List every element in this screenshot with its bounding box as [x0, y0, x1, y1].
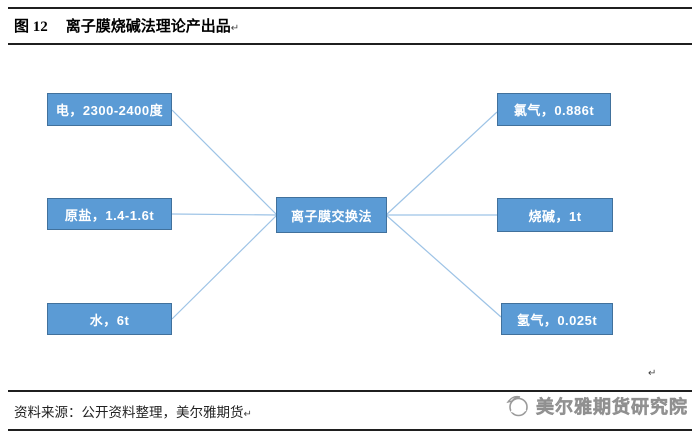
output-node-hydrogen: 氢气，0.025t — [501, 303, 613, 335]
connector-chlorine — [385, 111, 498, 216]
paragraph-return-icon: ↵ — [230, 23, 240, 34]
output-node-caustic-soda: 烧碱，1t — [497, 198, 613, 232]
source-text: 公开资料整理，美尔雅期货 — [81, 405, 244, 420]
process-node-ion-membrane-exchange: 离子膜交换法 — [276, 197, 387, 233]
title-underline-rule — [8, 43, 692, 45]
connector-water — [171, 214, 278, 320]
figure-number: 图 12 — [14, 19, 48, 35]
top-rule — [8, 7, 692, 9]
input-node-electricity: 电，2300-2400度 — [47, 93, 172, 126]
figure-title: 图 12 离子膜烧碱法理论产出品↵ — [14, 15, 239, 36]
company-logo-text: 美尔雅期货研究院 — [536, 397, 688, 418]
input-node-water: 水，6t — [47, 303, 172, 335]
connector-electricity — [171, 109, 278, 216]
source-note: 资料来源：公开资料整理，美尔雅期货↵ — [14, 401, 252, 421]
paragraph-return-icon: ↵ — [648, 368, 657, 379]
source-label: 资料来源： — [14, 405, 82, 420]
company-logo: 美尔雅期货研究院 — [505, 393, 688, 419]
paragraph-return-icon: ↵ — [243, 409, 252, 420]
figure-title-text: 离子膜烧碱法理论产出品 — [65, 19, 231, 35]
connector-salt — [171, 213, 278, 216]
input-node-raw-salt: 原盐，1.4-1.6t — [47, 198, 172, 230]
footer-top-rule — [8, 390, 692, 392]
company-logo-icon — [506, 395, 528, 417]
connector-hydrogen — [385, 214, 502, 318]
output-node-chlorine: 氯气，0.886t — [497, 93, 611, 126]
bottom-rule — [8, 429, 692, 431]
